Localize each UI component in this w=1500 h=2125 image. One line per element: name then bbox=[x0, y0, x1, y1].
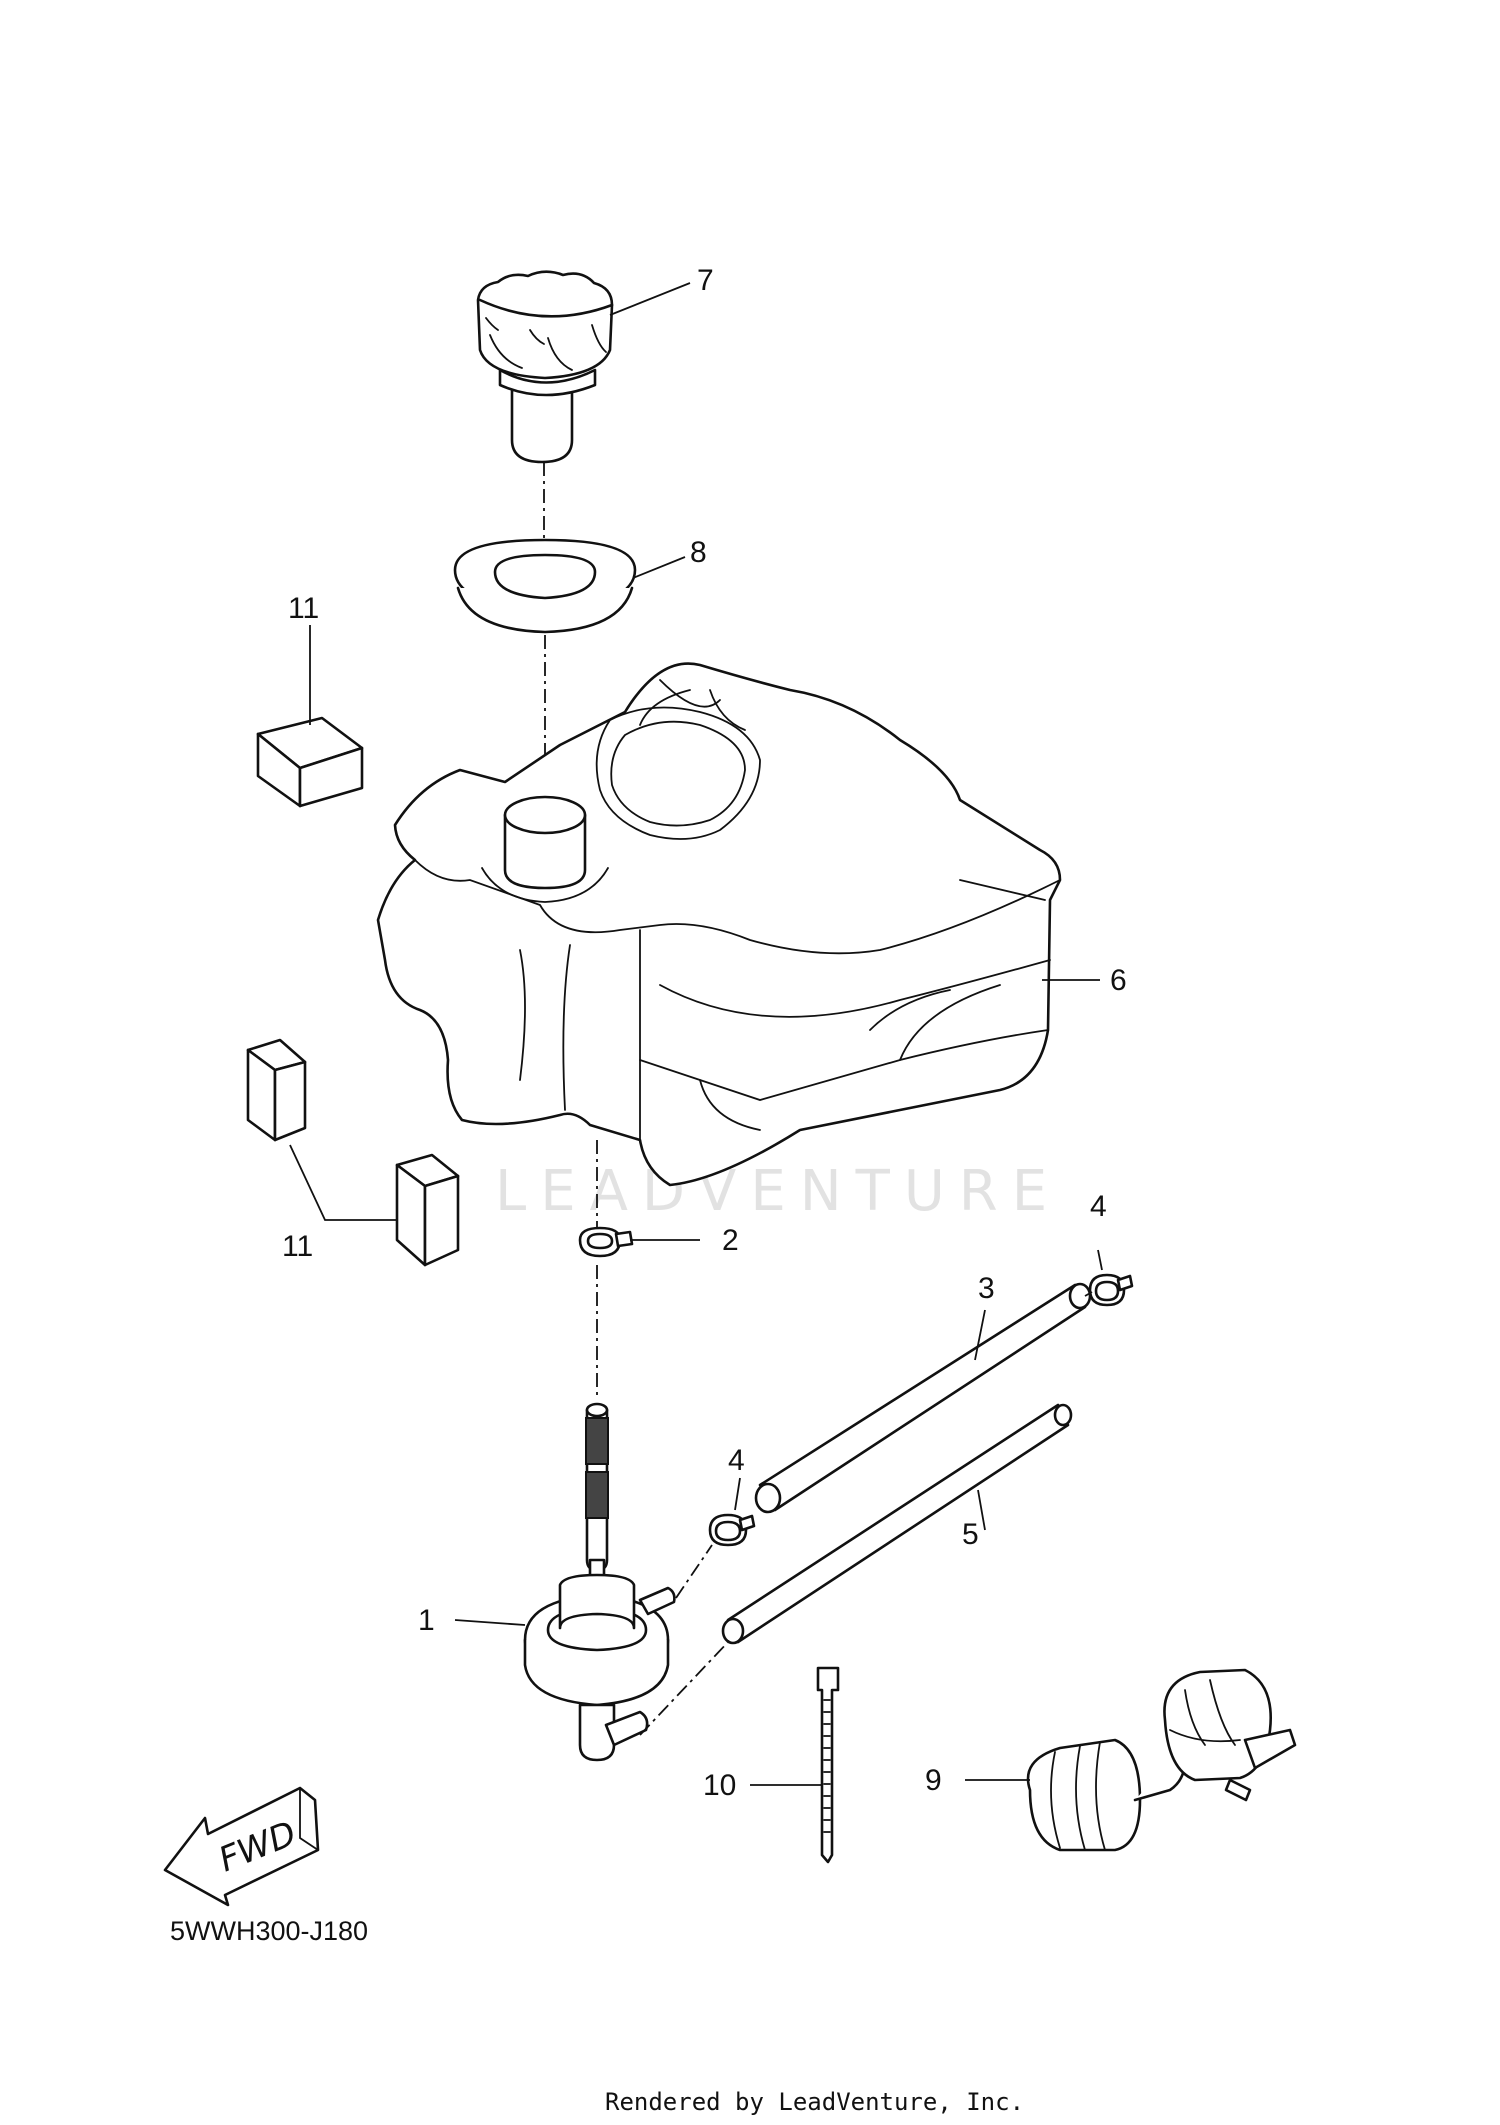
leader-5 bbox=[977, 1489, 986, 1531]
fuel-tank bbox=[376, 662, 1062, 1187]
hose-clamp bbox=[578, 1226, 634, 1258]
leader-3 bbox=[974, 1309, 986, 1361]
clamp-link-line bbox=[675, 1544, 713, 1599]
fuel-cock bbox=[523, 1402, 676, 1762]
leader-8 bbox=[632, 556, 686, 579]
cable-tie bbox=[816, 1666, 840, 1864]
fwd-arrow: FWD bbox=[163, 1786, 320, 1907]
callout-3: 3 bbox=[978, 1272, 995, 1305]
callout-6: 6 bbox=[1110, 964, 1127, 997]
upper-hose-link-line bbox=[1084, 1291, 1093, 1297]
leader-4-lower bbox=[734, 1477, 741, 1511]
hose-clamp-upper bbox=[1088, 1273, 1134, 1307]
diagram-code: 5WWH300-J180 bbox=[170, 1916, 368, 1946]
callout-11-lower: 11 bbox=[282, 1230, 313, 1263]
hose-clamp-lower bbox=[708, 1513, 756, 1547]
lower-hose-link-line bbox=[639, 1639, 731, 1736]
watermark-text: LEADVENTURE bbox=[495, 1159, 1061, 1224]
callout-10: 10 bbox=[703, 1769, 736, 1802]
callout-9: 9 bbox=[925, 1764, 942, 1797]
damper-block-upper bbox=[256, 716, 364, 808]
leader-7 bbox=[609, 282, 691, 316]
callout-1: 1 bbox=[418, 1604, 435, 1637]
callout-8: 8 bbox=[690, 536, 707, 569]
upper-fuel-hose bbox=[754, 1282, 1092, 1514]
callout-7: 7 bbox=[697, 264, 714, 297]
damper-block-left bbox=[246, 1038, 307, 1142]
callout-5: 5 bbox=[962, 1518, 979, 1551]
damper-block-right bbox=[395, 1153, 460, 1267]
leader-11-lower bbox=[289, 1144, 397, 1221]
callout-4-upper: 4 bbox=[1090, 1190, 1107, 1223]
fuel-cap bbox=[476, 270, 614, 464]
leader-1 bbox=[454, 1619, 526, 1626]
callout-4-lower: 4 bbox=[728, 1444, 745, 1477]
rubber-boot bbox=[1026, 1668, 1297, 1852]
callout-2: 2 bbox=[722, 1224, 739, 1257]
footer-credit: Rendered by LeadVenture, Inc. bbox=[605, 2088, 1024, 2116]
lower-fuel-hose bbox=[721, 1403, 1073, 1645]
leader-4-upper bbox=[1097, 1249, 1103, 1271]
gasket bbox=[453, 538, 637, 634]
callout-11-upper: 11 bbox=[288, 592, 319, 625]
